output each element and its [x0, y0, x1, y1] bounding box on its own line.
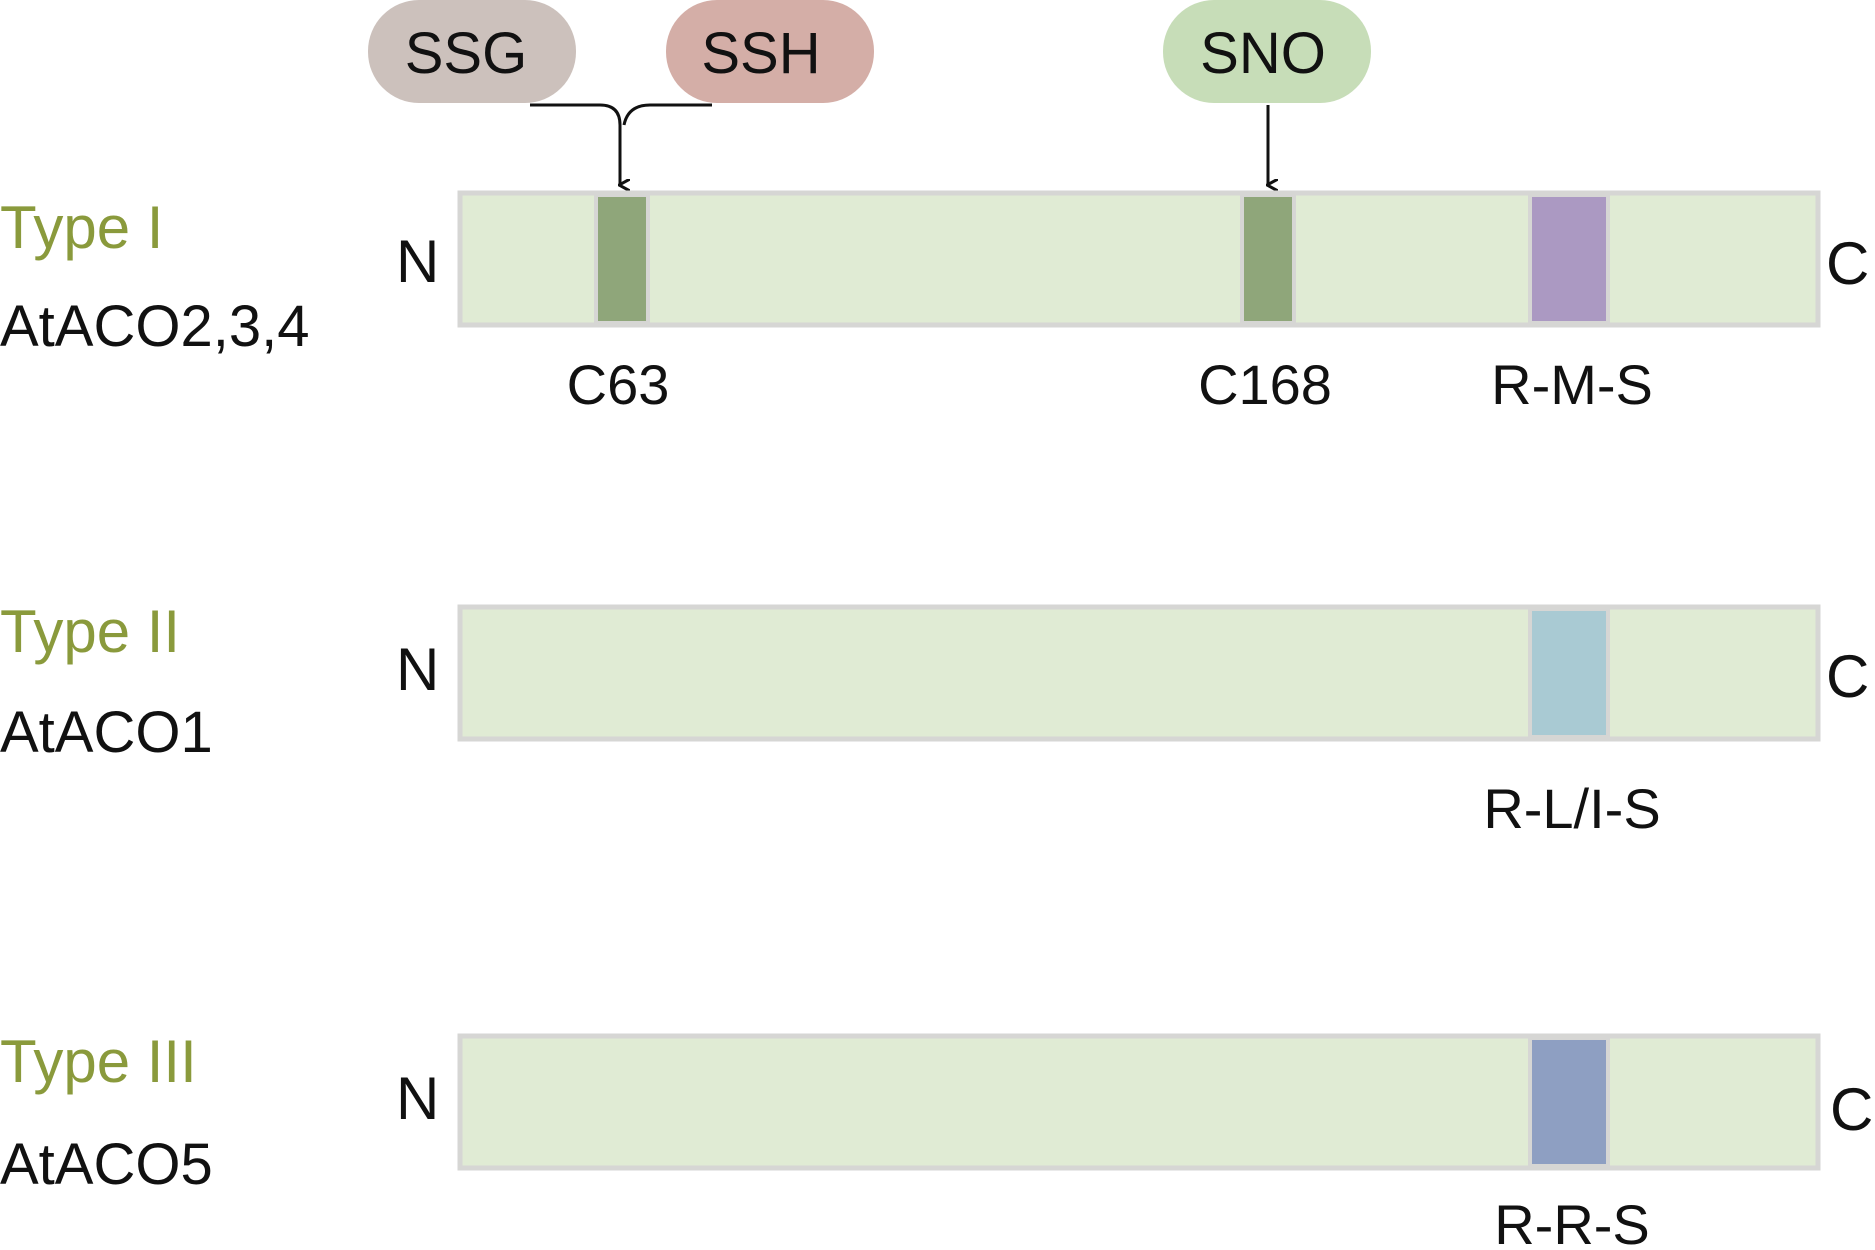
sno-badge-label: SNO	[1200, 21, 1326, 86]
site-label-c168: C168	[1198, 353, 1332, 416]
sno-badge: SNO	[1163, 0, 1371, 103]
row-gene-label: AtACO5	[0, 1132, 213, 1197]
n-terminus-label: N	[396, 636, 439, 703]
protein-bar	[457, 1033, 1821, 1171]
ssh-badge-bg	[666, 0, 874, 103]
ssg-badge-bg	[368, 0, 576, 103]
site-box-rlis	[1528, 607, 1610, 739]
ssg-to-c63-arrow	[530, 103, 620, 185]
row-gene-label: AtACO2,3,4	[0, 294, 309, 359]
row-type-iii: Type III AtACO5 N C R-R-S	[0, 1028, 1873, 1250]
site-box-c168	[1240, 193, 1296, 325]
row-type-label: Type I	[0, 194, 163, 261]
c-terminus-label: C	[1826, 643, 1869, 710]
row-type-i: Type I AtACO2,3,4 N C C63 C168 R-M-S	[0, 190, 1869, 416]
row-type-label: Type III	[0, 1028, 197, 1095]
site-label-rrs: R-R-S	[1494, 1193, 1650, 1250]
c-terminus-label: C	[1830, 1076, 1873, 1143]
protein-bar	[457, 190, 1821, 328]
row-gene-label: AtACO1	[0, 700, 213, 765]
c-terminus-label: C	[1826, 230, 1869, 297]
site-label-rlis: R-L/I-S	[1483, 777, 1660, 840]
ssh-badge: SSH	[666, 0, 874, 103]
ssh-to-c63-arrow	[622, 103, 712, 126]
row-type-label: Type II	[0, 598, 180, 665]
row-type-ii: Type II AtACO1 N C R-L/I-S	[0, 598, 1869, 840]
site-box-rms	[1528, 193, 1610, 325]
protein-bar	[457, 604, 1821, 742]
n-terminus-label: N	[396, 228, 439, 295]
site-label-rms: R-M-S	[1491, 353, 1653, 416]
site-box-rrs	[1528, 1036, 1610, 1168]
ssg-badge: SSG	[368, 0, 576, 103]
ssg-badge-label: SSG	[405, 21, 528, 86]
ssh-badge-label: SSH	[701, 21, 820, 86]
site-label-c63: C63	[567, 353, 670, 416]
n-terminus-label: N	[396, 1065, 439, 1132]
sno-badge-bg	[1163, 0, 1371, 103]
site-box-c63	[594, 193, 650, 325]
